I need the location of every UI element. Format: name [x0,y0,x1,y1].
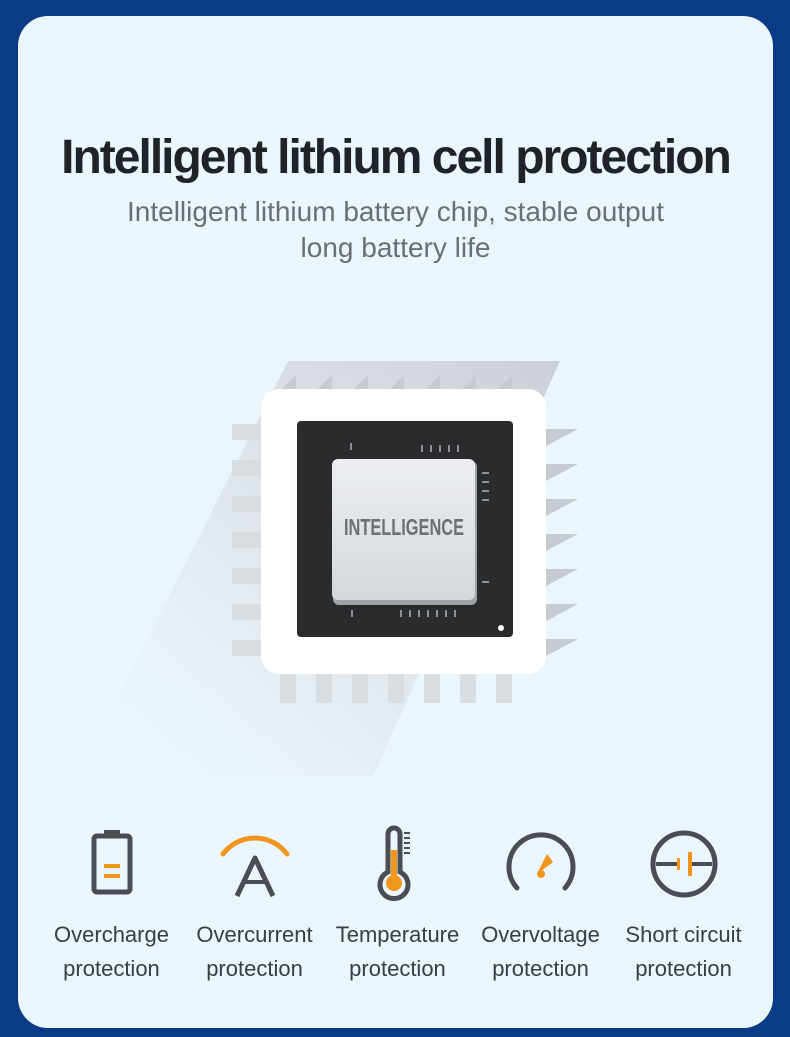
chip-die [332,459,475,600]
page-subtitle: Intelligent lithium battery chip, stable… [18,194,773,266]
chip-pins-right [546,429,578,656]
chip-marks [350,443,489,617]
feature-label: Temperature protection [335,922,460,981]
feature-label: Overcurrent protection [196,922,313,981]
page-title: Intelligent lithium cell protection [61,131,732,184]
chip-label: INTELLIGENCE [344,514,464,540]
content-card: Intelligent lithium cell protection Inte… [18,16,773,1028]
feature-label: Overcharge protection [54,922,169,981]
feature-overvoltage: Overvoltage protection [469,824,612,1004]
feature-overcharge: Overcharge protection [40,824,183,1004]
feature-label: Overvoltage protection [481,922,600,981]
chip-illustration: INTELLIGENCE [78,361,578,776]
ampere-icon [220,835,289,898]
short-circuit-icon [650,830,717,898]
chip-pins-top [280,375,512,391]
feature-overcurrent: Overcurrent protection [183,824,326,1004]
feature-list: Overcharge protection Overcurrent protec… [40,824,755,1004]
feature-label: Short circuit protection [625,922,742,981]
gauge-icon [506,832,575,891]
feature-temperature: Temperature protection [326,824,469,1004]
thermometer-icon [377,825,410,902]
subtitle-line-2: long battery life [300,232,491,263]
feature-short-circuit: Short circuit protection [612,824,755,1004]
subtitle-line-1: Intelligent lithium battery chip, stable… [127,196,664,227]
chip-pins-bottom [280,673,512,703]
chip-pin1-dot [498,625,504,631]
battery-icon [91,830,132,895]
chip-pins-left [232,424,264,656]
